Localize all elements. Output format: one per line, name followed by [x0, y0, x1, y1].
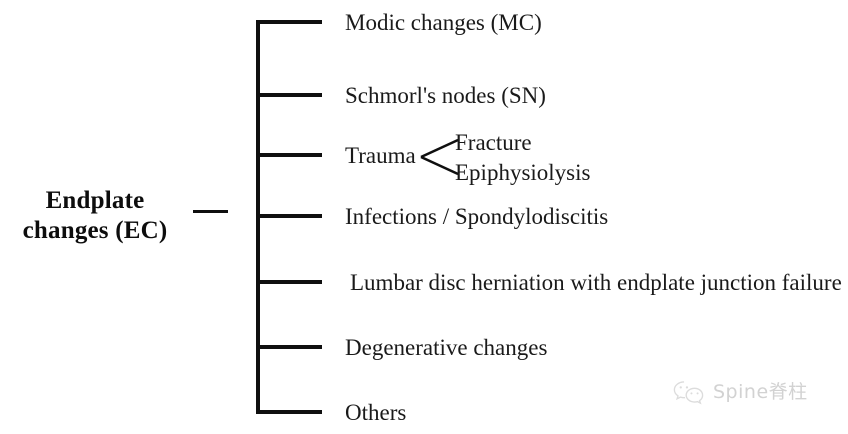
- branch-label-trauma: Trauma: [345, 143, 416, 168]
- bracket-arm-4: [256, 214, 322, 218]
- trauma-branch-connector-icon: [420, 138, 459, 176]
- bracket-arm-3: [256, 153, 322, 157]
- bracket-arm-6: [256, 345, 322, 349]
- root-node-line-2: changes (EC): [22, 217, 168, 244]
- watermark: Spine脊柱: [672, 379, 808, 405]
- bracket-arm-7: [256, 410, 322, 414]
- branch-label-schmorls-nodes: Schmorl's nodes (SN): [345, 83, 546, 108]
- branch-label-degenerative-changes: Degenerative changes: [345, 335, 548, 360]
- branch-label-others: Others: [345, 400, 407, 425]
- bracket-arm-1: [256, 20, 322, 24]
- bracket-arm-2: [256, 93, 322, 97]
- root-node-line-1: Endplate: [45, 187, 145, 214]
- branch-label-infections: Infections / Spondylodiscitis: [345, 204, 609, 229]
- branch-label-modic-changes: Modic changes (MC): [345, 10, 542, 35]
- root-connector-dash: [193, 210, 228, 213]
- bracket-arm-5: [256, 280, 322, 284]
- sub-branch-label-epiphysiolysis: Epiphysiolysis: [455, 160, 591, 185]
- watermark-text: Spine脊柱: [713, 381, 808, 403]
- sub-branch-label-fracture: Fracture: [455, 130, 532, 155]
- wechat-logo-icon: [673, 381, 704, 405]
- root-node-endplate-changes: Endplate changes (EC): [0, 186, 190, 246]
- branch-label-lumbar-disc-herniation: Lumbar disc herniation with endplate jun…: [350, 270, 842, 295]
